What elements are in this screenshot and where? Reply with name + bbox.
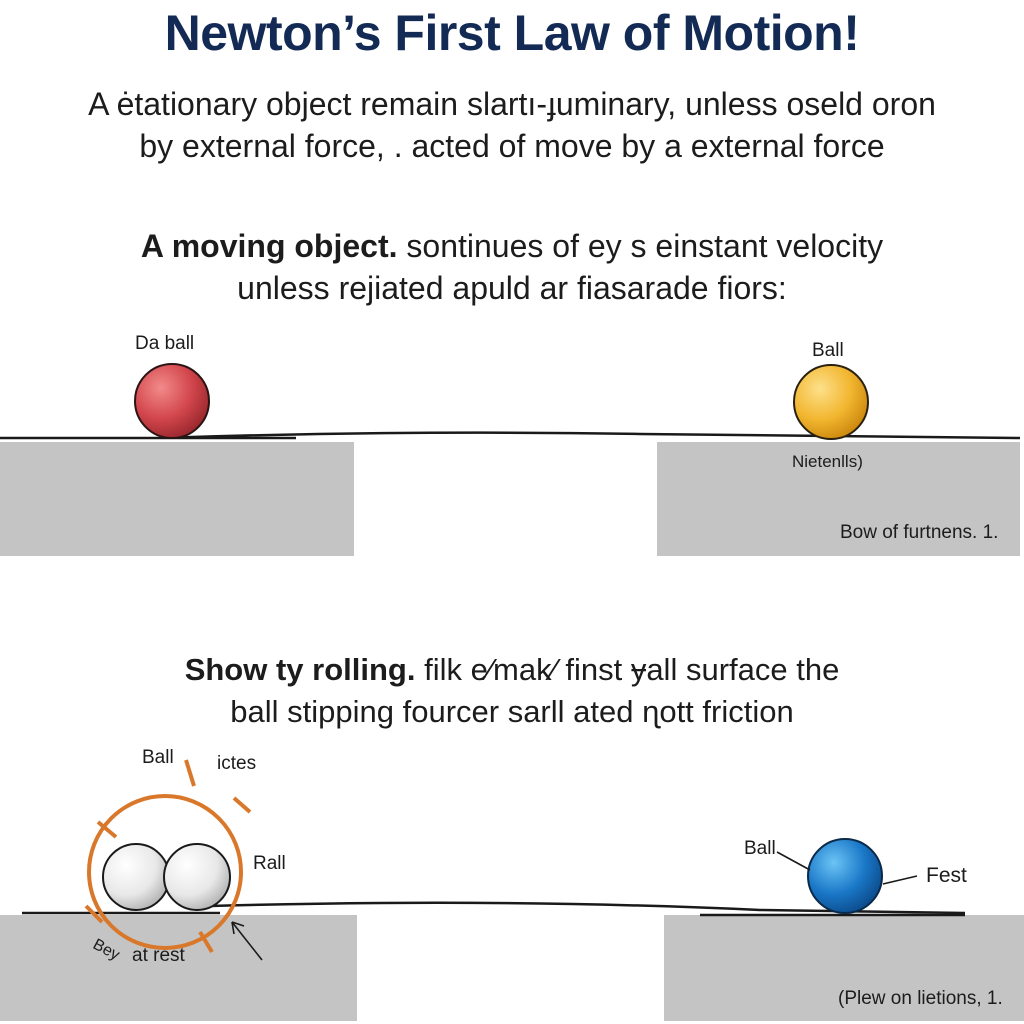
at-rest-label: at rest bbox=[132, 945, 185, 966]
white-ball-2 bbox=[163, 843, 231, 911]
blue-ball-label: Ball bbox=[744, 838, 776, 859]
right-block-2 bbox=[664, 915, 1024, 1021]
ring-ball-label: Ball bbox=[142, 747, 174, 768]
section1-line-1: A moving object. sontinues of ey s einst… bbox=[0, 228, 1024, 265]
right-block bbox=[657, 442, 1020, 556]
label-pointers bbox=[776, 851, 918, 885]
left-ball-label: Da ball bbox=[135, 333, 195, 354]
section1-rest-text: sontinues of ey s einstant velocity bbox=[397, 228, 884, 264]
fest-label: Fest bbox=[926, 864, 967, 887]
left-block bbox=[0, 442, 354, 556]
section2-line-2: ball stipping fourcer sarll ated ɳott fr… bbox=[230, 694, 794, 729]
section2-line-1: Show ty rolling. filk e⁄mak⁄ finst ɏall … bbox=[0, 652, 1024, 688]
red-ball bbox=[134, 363, 210, 439]
white-ball-1 bbox=[102, 843, 170, 911]
yellow-ball bbox=[793, 364, 869, 440]
right-block-caption: Bow of furtnens. 1. bbox=[840, 522, 999, 543]
intro-line-1: A ėtationary object remain slartı-ɟumina… bbox=[88, 86, 936, 122]
rall-label: Rall bbox=[253, 853, 286, 874]
surface-line-2 bbox=[22, 901, 966, 915]
right-block-label: Nietenlls) bbox=[792, 452, 863, 471]
surface-line-1 bbox=[0, 431, 1021, 440]
section2-rest-text: filk e⁄mak⁄ finst ɏall surface the bbox=[415, 652, 840, 687]
blue-ball bbox=[807, 838, 883, 914]
section1-line-2: unless rejiated apuld ar fiasarade fiors… bbox=[237, 270, 787, 306]
section1-bold-text: A moving object. bbox=[140, 228, 398, 264]
intro-line-2: by external force, . acted of move by a … bbox=[139, 128, 885, 164]
arrow-pointer bbox=[231, 921, 263, 961]
ictes-label: ictes bbox=[217, 753, 257, 774]
right-block-caption-2: (Plew on lietions, 1. bbox=[838, 988, 1003, 1009]
left-block-2 bbox=[0, 915, 357, 1021]
page-title: Newton’s First Law of Motion! bbox=[164, 5, 860, 61]
right-ball-label: Ball bbox=[812, 340, 844, 361]
force-ring bbox=[84, 759, 252, 954]
section2-bold-text: Show ty rolling. bbox=[184, 652, 416, 687]
